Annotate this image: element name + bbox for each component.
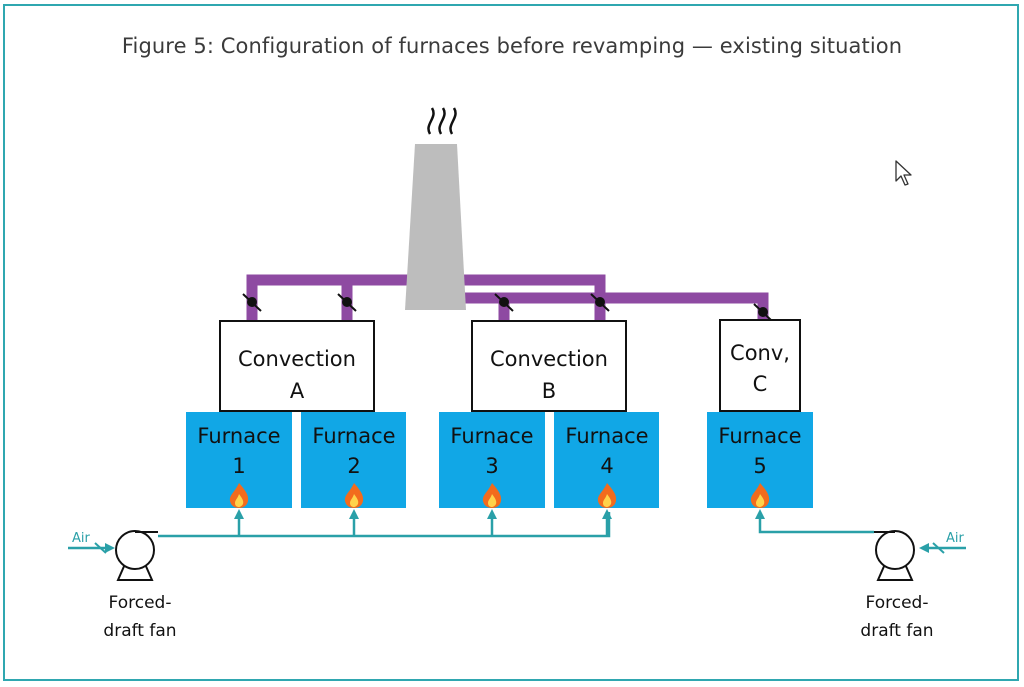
damper-icon [590,293,610,312]
convection-letter: A [290,379,305,403]
air-label: Air [72,531,91,546]
stack [405,144,466,310]
fan-right: Air Forced- draft fan [860,530,965,641]
fan-icon [874,530,915,581]
fan-label: draft fan [860,621,933,641]
air-header-right [755,509,874,534]
flames [229,483,770,508]
convection-letter: C [753,372,768,396]
furnace-label: Furnace [450,424,533,448]
fan-label: draft fan [103,621,176,641]
convection-section-c: Conv, C [719,319,801,412]
air-label: Air [946,531,965,546]
furnace-label: Furnace [718,424,801,448]
furnace-number: 2 [347,454,360,478]
furnace-label: Furnace [312,424,395,448]
flame-icon [482,483,502,508]
smoke-icon [427,107,457,135]
fan-label: Forced- [109,593,172,613]
damper-icon [494,293,514,312]
dampers [242,293,773,322]
air-lines [68,509,966,554]
flame-icon [750,483,770,508]
convection-label: Convection [490,347,608,371]
flame-icon [229,483,249,508]
damper-icon [753,303,773,322]
damper-icon [242,293,262,312]
furnace-number: 5 [753,454,766,478]
furnace-label: Furnace [197,424,280,448]
fan-label: Forced- [866,593,929,613]
convection-letter: B [542,379,556,403]
figure-title: Figure 5: Configuration of furnaces befo… [121,34,903,58]
flame-icon [597,483,617,508]
furnace-1: Furnace 1 [186,412,292,508]
convection-section-b: Convection B [471,320,627,412]
fan-icon [115,530,158,581]
convection-section-a: Convection A [219,320,375,412]
convection-label: Convection [238,347,356,371]
air-header-left [158,512,611,538]
furnace-label: Furnace [565,424,648,448]
fan-left: Air Forced- draft fan [72,530,177,641]
furnace-number: 1 [232,454,245,478]
duct-convection-b-c [425,292,769,320]
convection-label: Conv, [730,341,790,365]
flame-icon [344,483,364,508]
mouse-cursor-icon [895,160,912,186]
furnace-number: 4 [600,454,613,478]
furnace-number: 3 [485,454,498,478]
damper-icon [337,293,357,312]
